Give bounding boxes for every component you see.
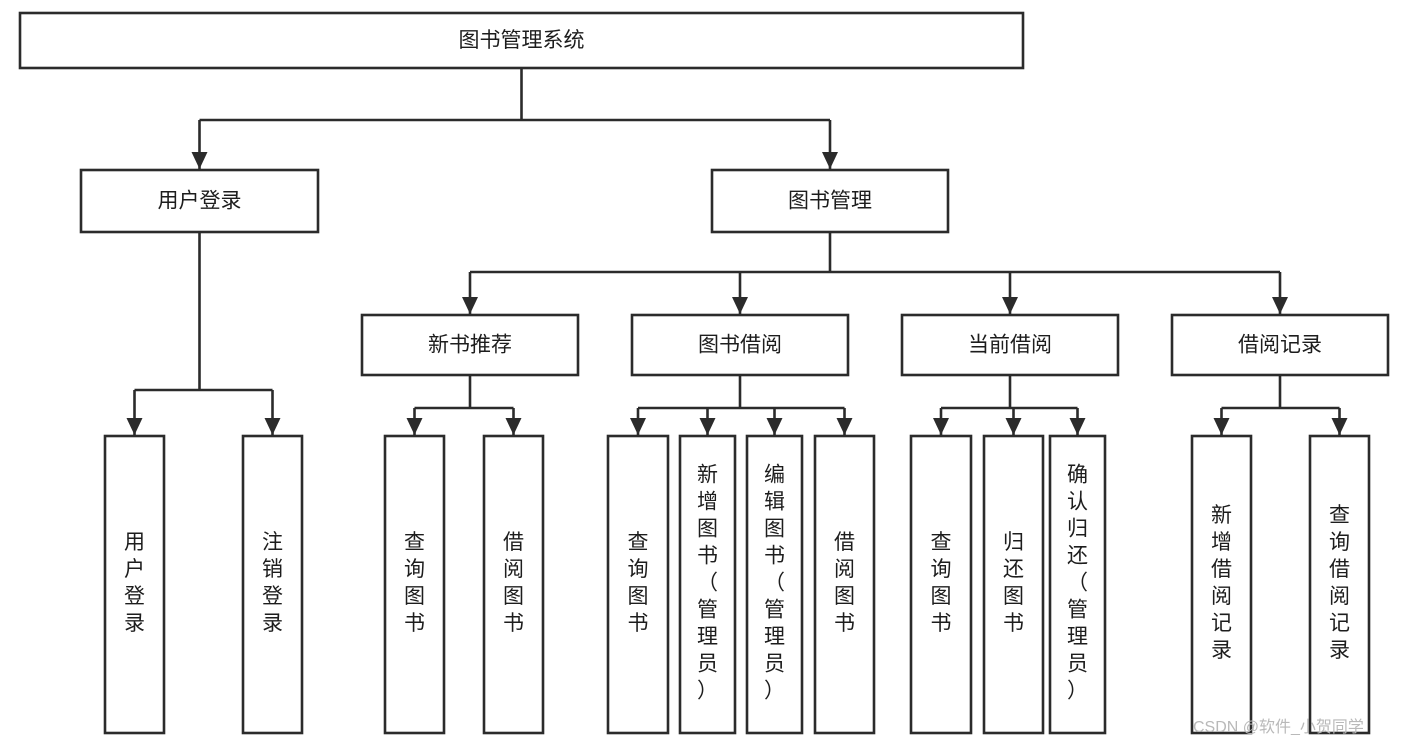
node-leaf-11-新增借阅记录[interactable]: 新增借阅记录 (1190, 434, 1253, 735)
arrow-head-icon (462, 297, 478, 314)
arrow-head-icon (732, 297, 748, 314)
node-leaf-3-借阅图书-box (482, 434, 545, 735)
node-layer: 图书管理系统用户登录图书管理新书推荐图书借阅当前借阅借阅记录用户登录注销登录查询… (18, 11, 1390, 735)
node-leaf-2-查询图书-label: 查询图书 (404, 531, 425, 635)
node-l2-用户登录-label: 用户登录 (158, 190, 242, 213)
node-l3-当前借阅-box (900, 313, 1120, 377)
node-leaf-8-查询图书[interactable]: 查询图书 (909, 434, 973, 735)
node-leaf-10-确认归还管理员-box (1048, 434, 1107, 735)
arrow-head-icon (1272, 297, 1288, 314)
node-leaf-3-借阅图书[interactable]: 借阅图书 (482, 434, 545, 735)
node-l3-图书借阅-box (630, 313, 850, 377)
arrow-head-icon (1331, 418, 1348, 435)
node-leaf-1-注销登录-box (241, 434, 304, 735)
arrow-head-icon (1213, 418, 1230, 435)
arrow-head-icon (836, 418, 853, 435)
node-leaf-4-查询图书[interactable]: 查询图书 (606, 434, 670, 735)
arrow-head-icon (933, 418, 949, 435)
node-l2-图书管理-label: 图书管理 (788, 190, 872, 213)
node-leaf-2-查询图书-box (383, 434, 446, 735)
node-l3-新书推荐-box (360, 313, 580, 377)
node-l3-新书推荐[interactable]: 新书推荐 (360, 313, 580, 377)
node-leaf-7-借阅图书[interactable]: 借阅图书 (813, 434, 876, 735)
node-leaf-9-归还图书-label: 归还图书 (1003, 531, 1024, 635)
node-leaf-11-新增借阅记录-label: 新增借阅记录 (1211, 504, 1232, 662)
node-leaf-1-注销登录[interactable]: 注销登录 (241, 434, 304, 735)
node-leaf-10-确认归还管理员[interactable]: 确认归还（管理员） (1048, 434, 1107, 735)
node-leaf-3-借阅图书-label: 借阅图书 (503, 531, 524, 635)
node-root-图书管理系统-label: 图书管理系统 (459, 29, 585, 52)
arrow-head-icon (126, 418, 143, 435)
node-l2-用户登录[interactable]: 用户登录 (79, 168, 320, 234)
node-leaf-1-注销登录-label: 注销登录 (262, 531, 283, 635)
edge-layer (126, 68, 1348, 435)
node-l2-用户登录-box (79, 168, 320, 234)
node-l2-图书管理-box (710, 168, 950, 234)
node-leaf-5-新增图书管理员-label: 新增图书（管理员） (697, 464, 718, 703)
arrow-head-icon (1069, 418, 1086, 435)
node-root-图书管理系统-box (18, 11, 1025, 70)
node-l3-当前借阅-label: 当前借阅 (968, 334, 1052, 357)
node-leaf-2-查询图书[interactable]: 查询图书 (383, 434, 446, 735)
node-leaf-0-用户登录-label: 用户登录 (124, 531, 145, 635)
node-leaf-12-查询借阅记录-label: 查询借阅记录 (1329, 504, 1350, 662)
arrow-head-icon (766, 418, 783, 435)
node-leaf-0-用户登录-box (103, 434, 166, 735)
node-leaf-11-新增借阅记录-box (1190, 434, 1253, 735)
node-l3-图书借阅-label: 图书借阅 (698, 334, 782, 357)
node-leaf-12-查询借阅记录[interactable]: 查询借阅记录 (1308, 434, 1371, 735)
arrow-head-icon (264, 418, 281, 435)
node-leaf-10-确认归还管理员-label: 确认归还（管理员） (1067, 464, 1088, 703)
arrow-head-icon (505, 418, 522, 435)
node-leaf-5-新增图书管理员[interactable]: 新增图书（管理员） (678, 434, 737, 735)
node-leaf-6-编辑图书管理员-box (745, 434, 804, 735)
node-leaf-4-查询图书-label: 查询图书 (628, 531, 649, 635)
node-leaf-6-编辑图书管理员[interactable]: 编辑图书（管理员） (745, 434, 804, 735)
node-leaf-7-借阅图书-box (813, 434, 876, 735)
arrow-head-icon (822, 152, 838, 169)
node-l3-借阅记录-label: 借阅记录 (1238, 334, 1322, 357)
node-root-图书管理系统[interactable]: 图书管理系统 (18, 11, 1025, 70)
node-l2-图书管理[interactable]: 图书管理 (710, 168, 950, 234)
arrow-head-icon (1005, 418, 1022, 435)
node-l3-图书借阅[interactable]: 图书借阅 (630, 313, 850, 377)
arrow-head-icon (1002, 297, 1018, 314)
arrow-head-icon (191, 152, 208, 169)
watermark-text: CSDN @软件_小贺同学 (1193, 719, 1364, 736)
node-l3-借阅记录-box (1170, 313, 1390, 377)
arrow-head-icon (630, 418, 646, 435)
arrow-head-icon (406, 418, 423, 435)
node-leaf-7-借阅图书-label: 借阅图书 (834, 531, 855, 635)
node-leaf-12-查询借阅记录-box (1308, 434, 1371, 735)
node-leaf-8-查询图书-box (909, 434, 973, 735)
node-leaf-9-归还图书[interactable]: 归还图书 (982, 434, 1045, 735)
node-leaf-5-新增图书管理员-box (678, 434, 737, 735)
node-l3-当前借阅[interactable]: 当前借阅 (900, 313, 1120, 377)
node-leaf-8-查询图书-label: 查询图书 (931, 531, 952, 635)
arrow-head-icon (699, 418, 716, 435)
node-leaf-0-用户登录[interactable]: 用户登录 (103, 434, 166, 735)
node-leaf-9-归还图书-box (982, 434, 1045, 735)
node-leaf-6-编辑图书管理员-label: 编辑图书（管理员） (764, 464, 785, 703)
node-l3-借阅记录[interactable]: 借阅记录 (1170, 313, 1390, 377)
node-l3-新书推荐-label: 新书推荐 (428, 334, 512, 357)
node-leaf-4-查询图书-box (606, 434, 670, 735)
